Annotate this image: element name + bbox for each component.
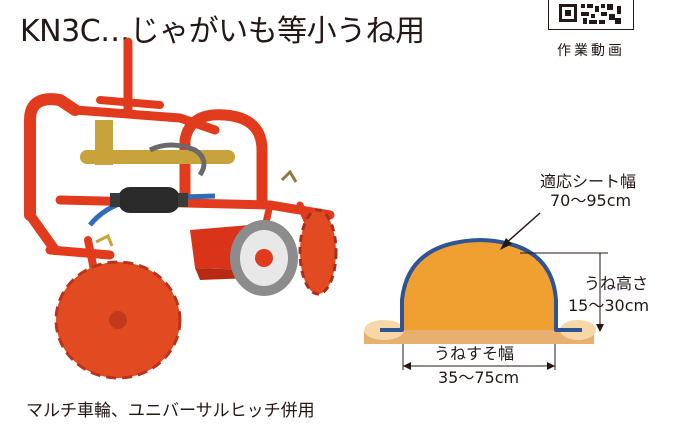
- left-disc: [54, 260, 182, 380]
- sheet-pointer-arrow: [504, 212, 541, 245]
- ridge-base-value: 35～75cm: [438, 368, 520, 387]
- ridge-mound: [402, 240, 556, 330]
- mulch-sheet-line: [380, 238, 582, 332]
- caption: マルチ車輪、ユニバーサルヒッチ併用: [26, 401, 315, 421]
- sheet-width-value: 70～95cm: [550, 191, 632, 210]
- page-title: KN3C…じゃがいも等小うね用: [20, 14, 425, 49]
- ridge-height-value: 15～30cm: [568, 296, 650, 315]
- tank: [118, 187, 180, 213]
- ridge-base-label: うねすそ幅: [434, 344, 515, 363]
- ground: [364, 330, 594, 344]
- qr-code-icon: [559, 4, 621, 24]
- qr-code[interactable]: [548, 0, 634, 30]
- ridge-height-label: うね高さ: [584, 274, 649, 293]
- right-disc: [298, 208, 338, 296]
- qr-label: 作業動画: [557, 43, 625, 59]
- gauge-wheel: [230, 220, 298, 296]
- sheet-width-label: 適応シート幅: [540, 172, 637, 191]
